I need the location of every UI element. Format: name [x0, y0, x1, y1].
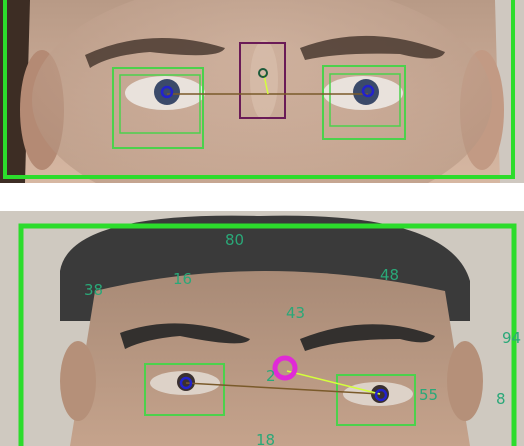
right-pupil-marker — [361, 84, 375, 98]
label-80: 80 — [225, 231, 244, 249]
face-skin-bottom — [70, 271, 470, 446]
right-pupil-marker-bottom — [374, 388, 388, 402]
left-pupil-marker — [160, 85, 174, 99]
label-18: 18 — [256, 431, 275, 446]
left-pupil-marker-bottom — [179, 376, 193, 390]
right-eye-box-inner — [329, 73, 401, 127]
top-frame-canvas — [0, 0, 524, 183]
nose-detection-box — [239, 42, 286, 119]
left-eye-box-inner — [119, 74, 201, 134]
left-eyebrow-bottom — [120, 323, 250, 349]
face-detection-box-bottom — [18, 223, 517, 446]
face-detection-box — [3, 0, 515, 179]
left-eye-box-outer — [112, 67, 204, 149]
label-55: 55 — [419, 386, 438, 404]
top-video-frame — [0, 0, 524, 183]
bottom-frame-canvas: 80 16 48 38 43 94 2 55 8 18 — [0, 211, 524, 446]
right-eye-box-bottom — [336, 374, 416, 426]
label-8: 8 — [496, 390, 506, 408]
label-2: 2 — [266, 367, 276, 385]
left-eye-box-bottom — [144, 363, 225, 416]
label-94: 94 — [502, 329, 521, 347]
nose-bridge — [250, 40, 278, 120]
nose-point-marker-bottom — [272, 355, 298, 381]
pupil-connector-line-bottom — [185, 382, 381, 395]
gaze-line-bottom — [286, 370, 381, 395]
left-iris — [154, 79, 180, 105]
right-eyebrow — [300, 35, 445, 60]
right-iris — [353, 79, 379, 105]
right-eye-box-outer — [322, 65, 406, 140]
label-16-top: 16 — [173, 270, 192, 288]
label-48: 48 — [380, 266, 399, 284]
label-38: 38 — [84, 281, 103, 299]
nose-point-marker — [258, 68, 268, 78]
right-eyebrow-bottom — [300, 324, 435, 351]
right-ear-bottom — [447, 341, 483, 421]
bottom-video-frame: 80 16 48 38 43 94 2 55 8 18 — [0, 211, 524, 446]
left-eyebrow — [85, 38, 225, 68]
label-43: 43 — [286, 304, 305, 322]
gaze-line — [263, 74, 269, 95]
left-ear-bottom — [60, 341, 96, 421]
